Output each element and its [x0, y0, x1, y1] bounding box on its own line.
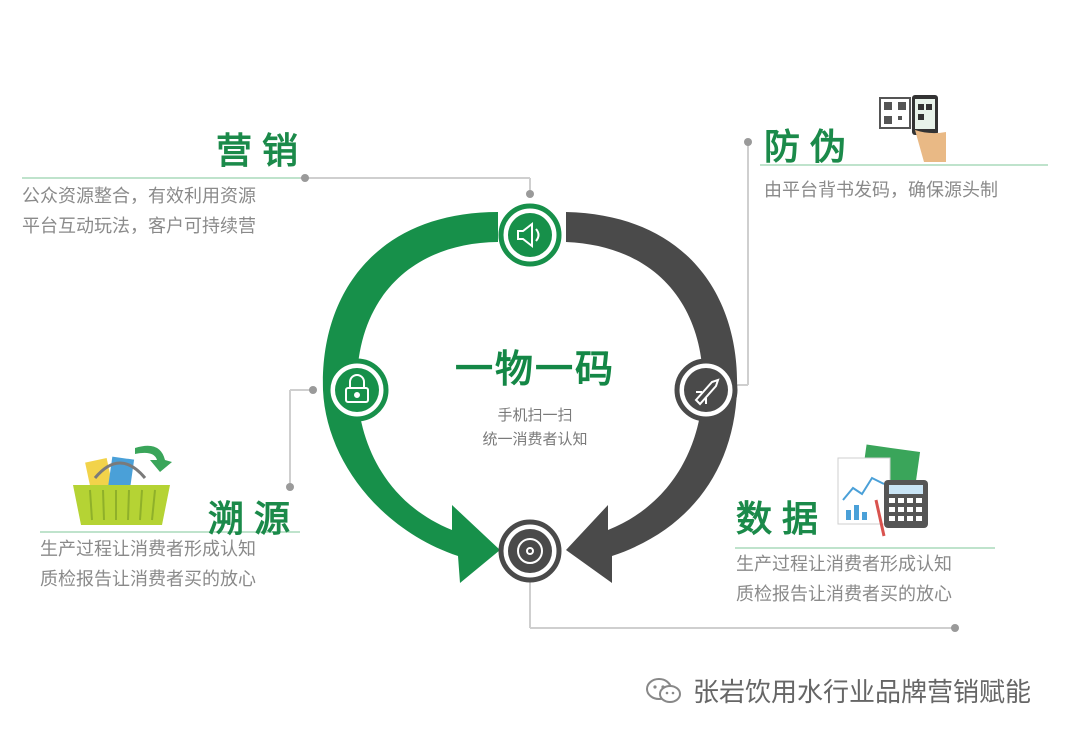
node-anticounterfeit: [677, 361, 735, 419]
center-title: 一物一码: [430, 338, 640, 393]
watermark: 张岩饮用水行业品牌营销赋能: [645, 672, 1031, 709]
anticounterfeit-description: 由平台背书发码，确保源头制: [764, 176, 998, 206]
marketing-line-1: 公众资源整合，有效利用资源: [22, 182, 256, 212]
data-line-1: 生产过程让消费者形成认知: [736, 550, 952, 580]
wechat-icon: [645, 676, 683, 706]
anticounterfeit-title: 防伪: [764, 118, 856, 170]
marketing-line-2: 平台互动玩法，客户可持续营: [22, 212, 256, 242]
center-subtitle-2: 统一消费者认知: [430, 428, 640, 449]
marketing-title: 营销: [216, 122, 308, 174]
calculator-report-icon: [838, 445, 928, 536]
node-data: [501, 522, 559, 580]
qr-phone-icon: [880, 95, 946, 162]
marketing-description: 公众资源整合，有效利用资源 平台互动玩法，客户可持续营: [22, 182, 256, 242]
data-title: 数据: [736, 490, 828, 542]
center-subtitle-1: 手机扫一扫: [430, 404, 640, 425]
anticounterfeit-line-1: 由平台背书发码，确保源头制: [764, 176, 998, 206]
data-line-2: 质检报告让消费者买的放心: [736, 580, 952, 610]
traceability-line-2: 质检报告让消费者买的放心: [40, 565, 256, 595]
node-marketing: [501, 206, 559, 264]
data-description: 生产过程让消费者形成认知 质检报告让消费者买的放心: [736, 550, 952, 610]
traceability-line-1: 生产过程让消费者形成认知: [40, 535, 256, 565]
node-trace: [328, 361, 386, 419]
shopping-basket-icon: [73, 446, 172, 525]
watermark-text: 张岩饮用水行业品牌营销赋能: [693, 672, 1031, 709]
traceability-description: 生产过程让消费者形成认知 质检报告让消费者买的放心: [40, 535, 256, 595]
